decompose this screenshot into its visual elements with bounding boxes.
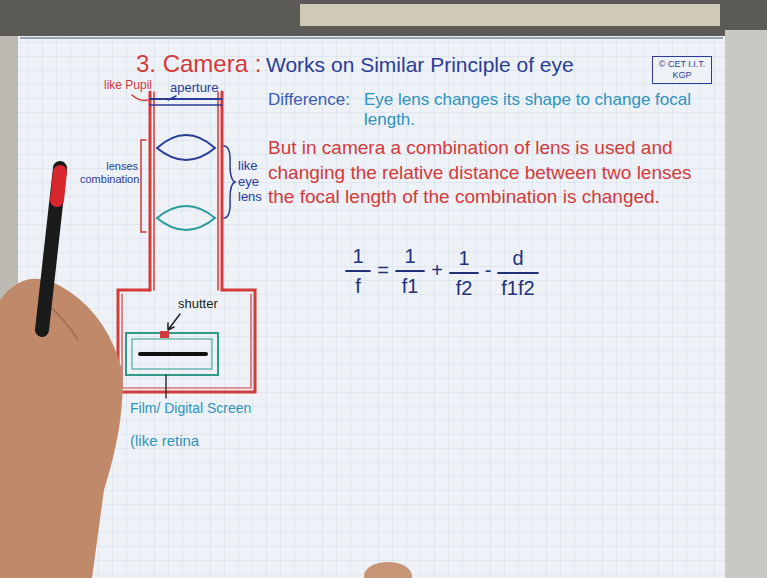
formula-term: 1	[450, 246, 478, 270]
ruler	[300, 4, 720, 26]
page-grid	[18, 36, 725, 578]
formula-term: f1f2	[490, 276, 546, 300]
copyright-stamp: © CET I.I.T. KGP	[652, 56, 712, 84]
pupil-arrow	[132, 95, 148, 100]
desk-top	[0, 0, 767, 36]
tube-wall	[153, 92, 155, 290]
note-label: like Pupil	[104, 78, 152, 92]
formula-term: 1	[346, 244, 370, 268]
stamp-text: © CET I.I.T. KGP	[656, 59, 708, 81]
shutter-box	[132, 339, 212, 369]
formula-operator: =	[372, 258, 394, 282]
fraction-bar	[450, 272, 478, 274]
note-label: (like retina	[130, 432, 199, 450]
fraction-bar	[396, 270, 424, 272]
formula-term: 1	[396, 244, 424, 268]
formula-term: f	[346, 274, 370, 298]
pen	[42, 168, 60, 330]
tube-wall	[149, 92, 152, 290]
note-text: But in camera a combination of lens is u…	[268, 136, 713, 210]
aperture-line	[150, 98, 222, 100]
fraction-bar	[498, 272, 538, 274]
lens-brace	[224, 146, 235, 218]
shutter-arrow	[168, 314, 180, 330]
page-edge	[20, 37, 723, 39]
convex-lens	[157, 206, 215, 230]
hand	[0, 279, 123, 578]
note-heading: Difference:	[268, 90, 350, 110]
lens-bracket	[141, 140, 146, 232]
camera-body	[122, 294, 251, 388]
note-text: Eye lens changes its shape to change foc…	[364, 90, 694, 131]
formula-operator: +	[426, 258, 448, 282]
camera-body	[118, 290, 255, 392]
page-title: 3. Camera :	[136, 50, 261, 79]
aperture-arrow	[168, 96, 176, 100]
part-label: lenses combination	[80, 160, 138, 186]
notebook-page	[18, 36, 725, 578]
part-label: shutter	[178, 296, 218, 312]
formula-operator: -	[480, 258, 496, 282]
shutter-box	[126, 333, 218, 375]
aperture-line	[150, 104, 222, 106]
tube-wall	[221, 92, 224, 290]
film-plane	[140, 352, 206, 356]
heading-note: Works on Similar Principle of eye	[266, 52, 574, 77]
part-label: Film/ Digital Screen	[130, 400, 251, 417]
fraction-bar	[346, 270, 370, 272]
convex-lens	[157, 135, 215, 160]
shutter-blade	[160, 331, 169, 338]
tube-wall	[217, 92, 219, 290]
part-label: aperture	[170, 80, 218, 96]
formula-term: f2	[446, 276, 482, 300]
formula-term: f1	[392, 274, 428, 298]
thumb	[364, 562, 412, 578]
film-leader	[165, 375, 167, 398]
formula-term: d	[498, 246, 538, 270]
desk-side	[725, 30, 767, 578]
pen-cap	[57, 172, 60, 200]
